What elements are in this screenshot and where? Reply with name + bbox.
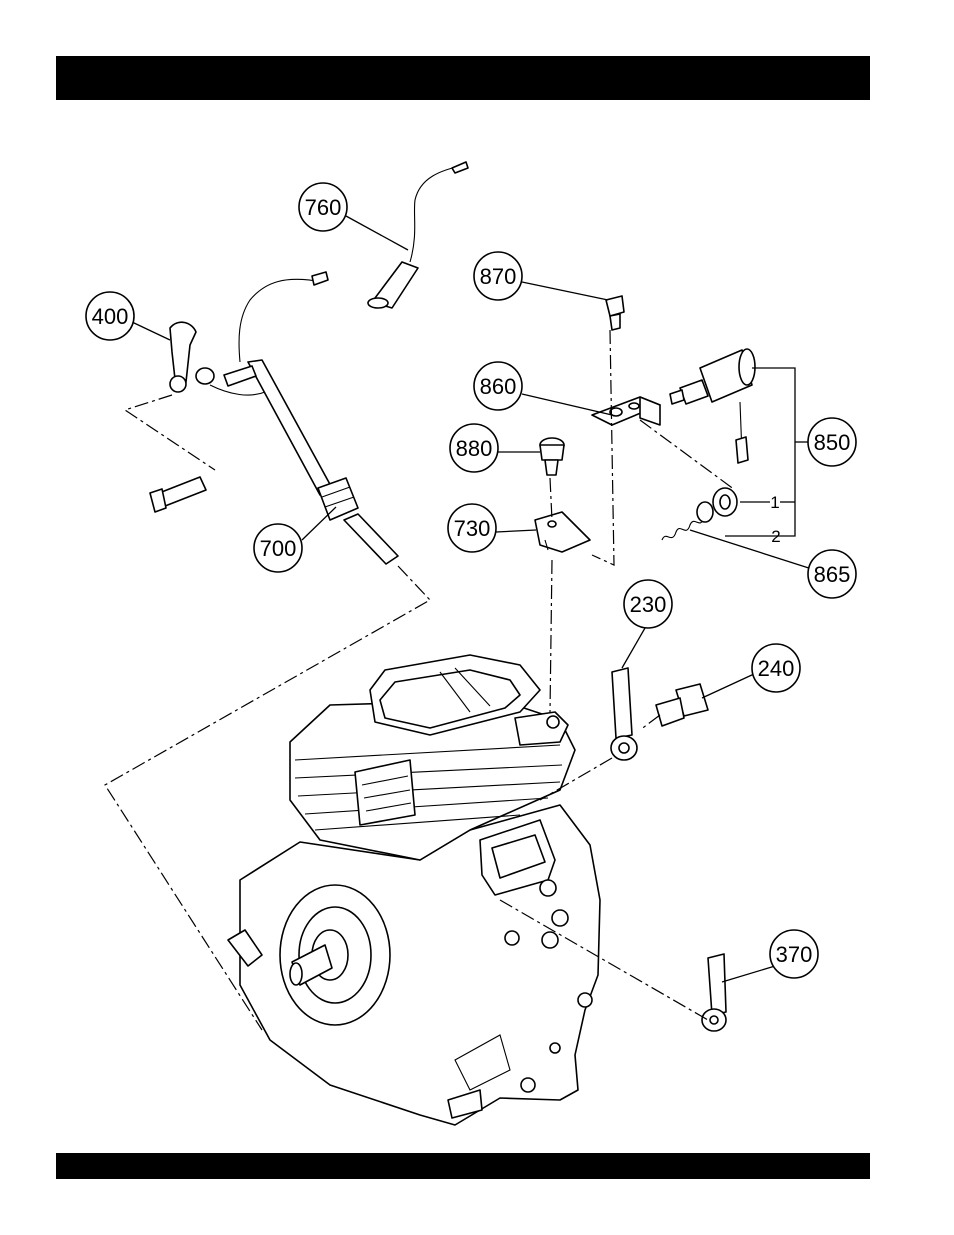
svg-text:370: 370	[776, 942, 813, 967]
svg-text:860: 860	[480, 374, 517, 399]
part-700-harness	[210, 272, 398, 564]
callout-860: 860	[474, 362, 522, 410]
callout-370: 370	[770, 930, 818, 978]
part-860-bracket	[592, 397, 660, 425]
part-400-clamp	[170, 322, 214, 392]
callout-865: 865	[808, 550, 856, 598]
callout-880: 880	[450, 424, 498, 472]
sub-label-1: 1	[770, 493, 779, 512]
part-850-solenoid	[670, 349, 755, 463]
sub-label-2: 2	[771, 527, 780, 546]
callout-850: 850	[808, 418, 856, 466]
footer-bar	[56, 1153, 870, 1179]
part-730-plate	[535, 512, 590, 552]
svg-text:400: 400	[92, 304, 129, 329]
callout-730: 730	[448, 504, 496, 552]
part-370-terminal	[702, 954, 726, 1031]
callout-870: 870	[474, 252, 522, 300]
callout-700: 700	[254, 524, 302, 572]
svg-text:700: 700	[260, 536, 297, 561]
part-bolt-left	[150, 477, 206, 512]
part-230-terminal	[611, 668, 637, 760]
svg-text:760: 760	[305, 195, 342, 220]
callout-240: 240	[752, 644, 800, 692]
part-870-bolt	[606, 296, 624, 330]
part-760-sensor	[368, 162, 468, 308]
part-880-bolt	[540, 438, 564, 475]
svg-text:240: 240	[758, 656, 795, 681]
svg-text:230: 230	[630, 592, 667, 617]
svg-text:730: 730	[454, 516, 491, 541]
part-865-spring	[662, 488, 737, 540]
svg-text:880: 880	[456, 436, 493, 461]
svg-text:865: 865	[814, 562, 851, 587]
engine-block	[228, 655, 600, 1125]
callout-400: 400	[86, 292, 134, 340]
part-240-sensor	[656, 684, 708, 726]
svg-text:850: 850	[814, 430, 851, 455]
callout-230: 230	[624, 580, 672, 628]
callout-760: 760	[299, 183, 347, 231]
svg-text:870: 870	[480, 264, 517, 289]
